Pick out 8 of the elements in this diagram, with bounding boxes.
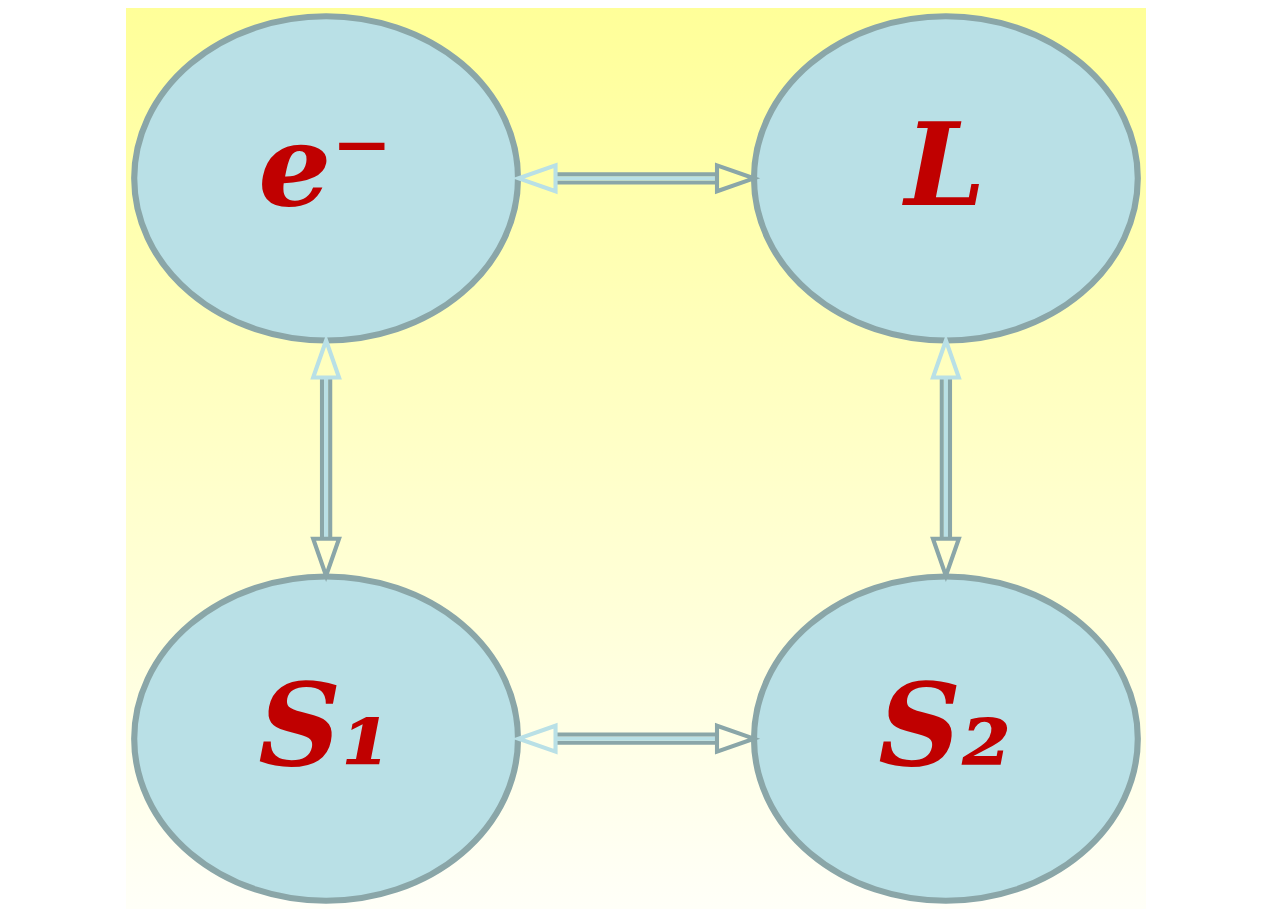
- node-ellipse: S₁: [131, 573, 522, 904]
- node-ellipse: L: [750, 13, 1141, 344]
- arrow: [512, 722, 761, 755]
- node-ellipse: e⁻: [131, 13, 522, 344]
- arrow: [310, 334, 342, 582]
- node-ellipse: S₂: [750, 573, 1141, 904]
- arrow: [512, 162, 761, 195]
- arrow: [930, 334, 962, 582]
